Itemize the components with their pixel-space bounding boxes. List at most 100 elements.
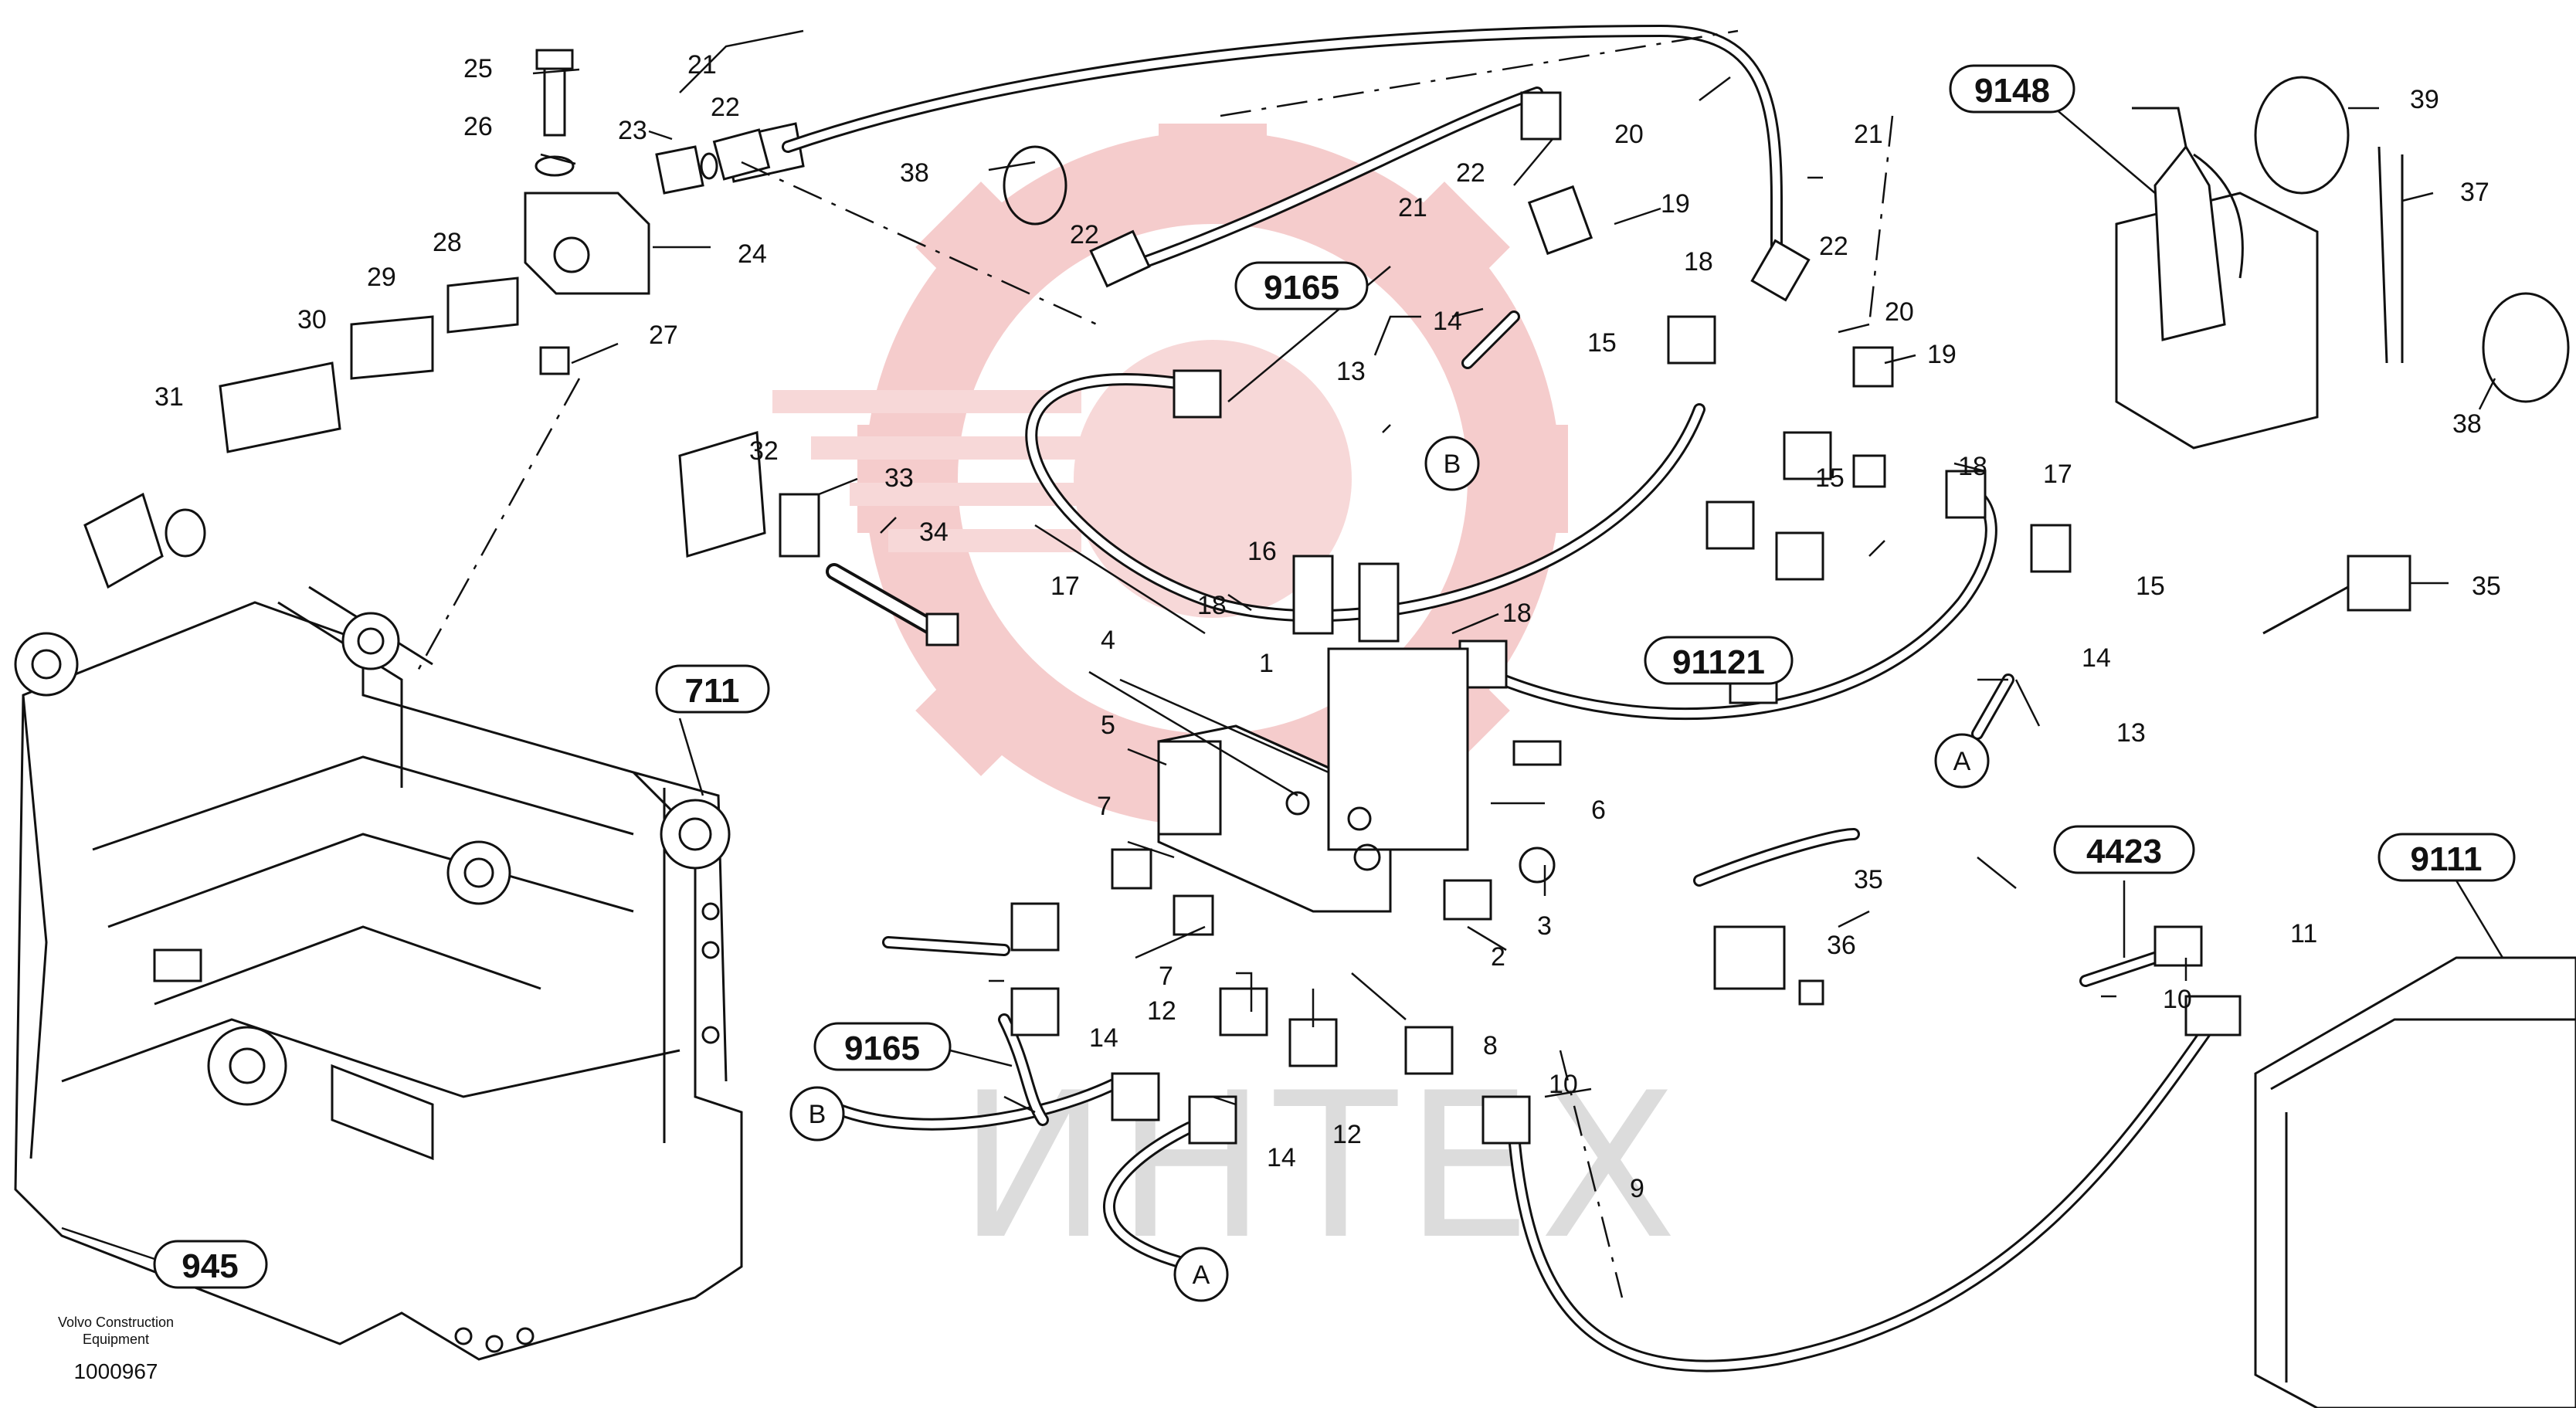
solenoid-5 — [1157, 740, 1222, 836]
brand-line-2: Equipment — [83, 1332, 149, 1347]
callout-17b: 17 — [2043, 460, 2072, 489]
callout-21b: 21 — [1398, 193, 1427, 222]
callout-18b: 18 — [1502, 599, 1532, 628]
brand-line-1: Volvo Construction — [58, 1315, 174, 1330]
ref-91121: 91121 — [1672, 643, 1765, 681]
block-24 — [524, 192, 650, 295]
callout-22b: 22 — [1070, 220, 1099, 249]
callout-11: 11 — [2290, 919, 2317, 948]
callout-33: 33 — [884, 463, 914, 493]
ref-4423: 4423 — [2086, 833, 2162, 870]
callout-19a: 19 — [1661, 189, 1690, 219]
valve-block-group — [83, 49, 1067, 646]
connector-b-bottom: B — [809, 1100, 826, 1129]
callout-21a: 21 — [687, 50, 717, 80]
cable-37 — [2377, 146, 2388, 364]
washer-3 — [1519, 846, 1556, 884]
callout-26: 26 — [463, 112, 493, 141]
callout-7b: 7 — [1159, 962, 1173, 991]
callout-38a: 38 — [900, 158, 929, 188]
callout-22c: 22 — [1456, 158, 1485, 188]
callout-37: 37 — [2460, 178, 2489, 207]
callout-numbers: 1 2 3 4 5 6 7 7 8 9 10 10 11 12 12 13 13… — [154, 50, 2501, 1203]
connector-35 — [2347, 555, 2411, 612]
callout-4: 4 — [1101, 626, 1115, 655]
fitting-16b — [1358, 562, 1400, 643]
callout-14b: 14 — [2082, 643, 2111, 673]
callout-5: 5 — [1101, 711, 1115, 740]
callout-16: 16 — [1247, 537, 1277, 566]
callout-14d: 14 — [1267, 1143, 1296, 1172]
callout-34: 34 — [919, 517, 949, 547]
connector-b-top: B — [1444, 450, 1461, 479]
callout-10a: 10 — [1549, 1070, 1578, 1099]
callout-12a: 12 — [1147, 996, 1176, 1026]
ref-945-oval — [153, 1240, 268, 1289]
clip-38 — [1003, 145, 1067, 226]
tee-11 — [2184, 995, 2242, 1036]
joystick-control — [2115, 76, 2570, 635]
ref-9148-oval — [1949, 64, 2075, 114]
solenoid-valve — [1157, 647, 1469, 913]
callout-21c: 21 — [1854, 120, 1883, 149]
callout-15b: 15 — [1815, 463, 1845, 493]
hoses — [782, 24, 2215, 1372]
callout-29: 29 — [367, 263, 396, 292]
callout-10b: 10 — [2163, 985, 2192, 1014]
callout-18d: 18 — [1958, 452, 1987, 481]
bolt-34 — [925, 612, 959, 646]
drawing-code: 1000967 — [73, 1359, 158, 1383]
callout-13b: 13 — [2116, 718, 2146, 748]
ref-711: 711 — [685, 672, 740, 710]
callout-35b: 35 — [1854, 865, 1883, 894]
callout-20b: 20 — [1885, 297, 1914, 327]
callout-25: 25 — [463, 54, 493, 83]
ref-9165-top-oval — [1234, 261, 1369, 310]
callout-8: 8 — [1483, 1031, 1498, 1060]
callout-39: 39 — [2410, 85, 2439, 114]
callout-22a: 22 — [711, 93, 740, 122]
ref-4423-oval — [2053, 825, 2195, 874]
ref-91121-oval — [1644, 636, 1794, 685]
clip-38b — [2482, 292, 2570, 403]
callout-30: 30 — [297, 305, 327, 334]
bolt-2 — [1443, 879, 1492, 921]
tank — [2254, 956, 2576, 1408]
callout-18c: 18 — [1684, 247, 1713, 277]
callout-18a: 18 — [1197, 591, 1227, 620]
ref-9111: 9111 — [2410, 840, 2482, 878]
clamp-32 — [678, 431, 766, 558]
adapter-29 — [350, 315, 434, 380]
ref-9165-top: 9165 — [1264, 269, 1339, 307]
callout-20a: 20 — [1614, 120, 1644, 149]
callout-6: 6 — [1591, 796, 1606, 825]
callout-3: 3 — [1537, 911, 1552, 941]
callout-7a: 7 — [1097, 792, 1112, 821]
callout-24: 24 — [738, 239, 767, 269]
connector-a-bottom: A — [1193, 1260, 1210, 1290]
callout-36: 36 — [1827, 931, 1856, 960]
fitting-23 — [655, 145, 704, 195]
coupling-30 — [219, 361, 341, 453]
footer: Volvo Construction Equipment 1000967 — [58, 1315, 174, 1383]
plate-33 — [779, 493, 820, 558]
fitting-16a — [1292, 555, 1334, 635]
adapter-28 — [446, 277, 519, 334]
callout-15c: 15 — [2136, 572, 2165, 601]
callout-13a: 13 — [1336, 357, 1366, 386]
plate-1 — [1327, 647, 1469, 851]
callout-22d: 22 — [1819, 232, 1848, 261]
callout-12b: 12 — [1332, 1120, 1362, 1149]
callout-23: 23 — [618, 116, 647, 145]
callout-38b: 38 — [2452, 409, 2482, 439]
callout-1: 1 — [1259, 649, 1274, 678]
callout-17a: 17 — [1050, 572, 1080, 601]
nut-27 — [539, 346, 570, 375]
connector-labels: B A A B — [789, 436, 1990, 1302]
ref-9111-oval — [2377, 833, 2516, 882]
callout-19b: 19 — [1927, 340, 1957, 369]
screw-6 — [1512, 740, 1562, 766]
callout-31: 31 — [154, 382, 184, 412]
callout-35a: 35 — [2472, 572, 2501, 601]
